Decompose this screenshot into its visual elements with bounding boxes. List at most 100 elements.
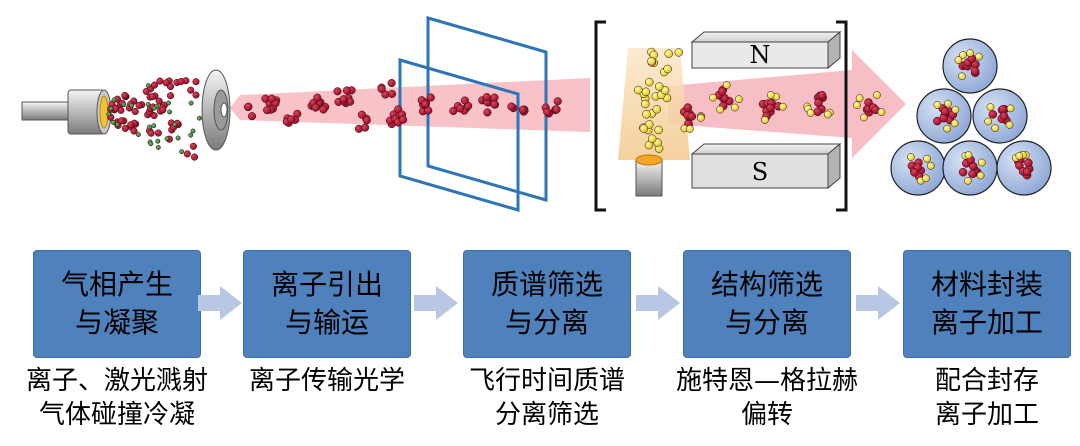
plume-atom [148, 93, 156, 101]
gas-atom [155, 138, 161, 144]
doped-cluster-shell [766, 91, 775, 99]
oven-icon [618, 48, 690, 197]
encapsulated-cluster-shell [951, 105, 960, 114]
doped-cluster [817, 91, 827, 100]
doped-cluster [813, 107, 822, 117]
magnet-icon: N S [690, 30, 842, 190]
encapsulated-cluster-shell [944, 99, 952, 108]
stage-box-2: 离子引出 与输运 [243, 250, 411, 358]
plume-atom [189, 142, 197, 150]
encapsulated-cluster-shell [1006, 104, 1015, 113]
stage-5-desc-line2: 离子加工 [934, 400, 1039, 430]
flow-arrow-icon [856, 286, 900, 320]
doped-cluster-shell [686, 125, 694, 133]
plume-atom [166, 92, 175, 100]
apparatus-illustration: N S [21, 16, 1052, 212]
gas-atom [106, 111, 112, 117]
plume-atom [155, 97, 163, 105]
beam-cluster [339, 95, 348, 104]
encapsulated-cluster-shell [954, 56, 963, 64]
doping-atom [674, 48, 684, 57]
gas-atom [196, 115, 202, 121]
plume-atom [187, 86, 195, 94]
beam-cluster [449, 106, 458, 116]
doped-cluster [814, 98, 823, 108]
flow-arrow-icon [636, 286, 680, 320]
gas-atom [148, 141, 154, 147]
encapsulated-cluster-shell [959, 51, 967, 59]
gas-atom [167, 109, 173, 115]
plume-atom [162, 79, 170, 87]
encapsulated-cluster [958, 167, 968, 177]
doped-cluster-shell [735, 95, 743, 104]
encapsulated-cluster-shell [922, 174, 930, 183]
encapsulated-cluster-shell [933, 101, 942, 109]
doped-cluster-shell [722, 81, 731, 89]
doped-cluster-shell [873, 91, 881, 99]
encapsulated-cluster-shell [1015, 152, 1024, 160]
plume-atom [135, 101, 143, 109]
encapsulated-cluster [999, 111, 1009, 121]
stage-desc-3: 飞行时间质谱 分离筛选 [427, 364, 667, 432]
gas-atom [151, 105, 157, 111]
extraction-plate-icon [398, 16, 548, 212]
doped-cluster-shell [806, 109, 815, 117]
beam-cluster [490, 100, 499, 109]
gas-atom [108, 106, 114, 112]
stage-2-desc-line1: 离子传输光学 [248, 366, 405, 396]
flow-arrow-icon [414, 286, 458, 320]
beam-cluster [456, 104, 465, 113]
doping-atom [641, 87, 651, 97]
beam-cluster [553, 97, 562, 106]
gas-atom [164, 136, 170, 142]
plume-atom [121, 91, 129, 99]
gas-atom [155, 144, 161, 150]
gas-atom [115, 122, 120, 128]
beam-cluster [387, 89, 397, 98]
doping-atom [663, 64, 672, 74]
doping-atom [654, 82, 664, 91]
beam-cluster [387, 79, 396, 88]
doped-cluster-shell [860, 113, 868, 122]
encapsulated-cluster-shell [907, 153, 915, 161]
plume-atom [131, 107, 139, 116]
stage-1-desc-line1: 离子、激光溅射 [25, 366, 208, 396]
doping-atom [664, 49, 673, 58]
doped-cluster-shell [779, 102, 787, 111]
gas-atom [135, 132, 141, 138]
plume-atom [177, 77, 185, 86]
encapsulated-cluster-shell [975, 52, 983, 61]
flow-arrow-icon [198, 286, 242, 320]
encapsulated-cluster [968, 169, 977, 179]
stage-5-desc-line1: 配合封存 [934, 366, 1039, 396]
plume-atom [142, 87, 150, 95]
doped-cluster-shell [877, 108, 886, 116]
doping-atom [647, 56, 656, 66]
gas-atom [151, 123, 157, 129]
beam-cluster [421, 100, 430, 109]
beam-cluster [244, 102, 253, 111]
gas-atom [145, 101, 151, 107]
beam-cluster [311, 103, 320, 112]
stage-3-title-line1: 质谱筛选 [490, 268, 603, 301]
encapsulated-cluster-shell [943, 124, 951, 133]
stage-1-desc-line2: 气体碰撞冷凝 [38, 400, 195, 430]
plume-atom [192, 91, 200, 99]
encapsulated-cluster [970, 66, 980, 76]
plume-atom [150, 81, 159, 89]
stage-4-desc-line1: 施特恩—格拉赫 [675, 366, 858, 396]
beam-cluster [490, 93, 499, 102]
doping-atom [641, 99, 650, 109]
doped-cluster [683, 103, 693, 112]
stage-5-title-line1: 材料封装 [930, 268, 1043, 301]
beam-left [230, 78, 590, 132]
stage-2-title-line1: 离子引出 [270, 268, 383, 301]
encapsulated-cluster [1024, 158, 1033, 168]
chamber-bracket [594, 20, 848, 212]
doped-cluster-shell [855, 94, 864, 103]
beam-cluster [362, 116, 371, 125]
beam-cluster [319, 105, 328, 114]
doped-cluster-shell [761, 116, 769, 124]
doping-atom [634, 85, 643, 95]
beam-cluster [483, 108, 492, 117]
